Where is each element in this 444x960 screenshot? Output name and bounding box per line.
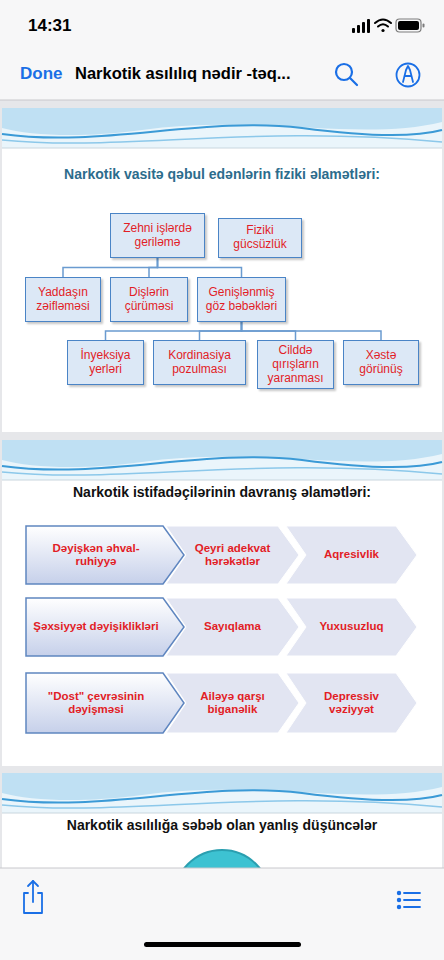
slide-title: Narkotik istifadəçilərinin davranış əlam… <box>10 484 434 501</box>
chevron-box: Sayıqlama <box>165 597 300 657</box>
node-text: Aqresivlik <box>324 548 379 561</box>
chevron-outline <box>166 526 299 584</box>
slide-wave-header <box>2 440 442 480</box>
symptom-box: Dişlərin çürüməsi <box>110 277 188 322</box>
battery-icon <box>396 19 425 32</box>
chevron-outline <box>26 526 184 584</box>
symptom-box: Genişlənmiş göz bəbəkləri <box>197 277 286 322</box>
chevron-outline <box>26 673 184 733</box>
symptom-box: Xəstə görünüş <box>343 340 419 385</box>
signal-icon <box>352 19 370 33</box>
chevron-box: Aqresivlik <box>285 525 418 585</box>
chevron-box: Ailəyə qarşı biganəlik <box>165 672 300 734</box>
node-text: İnyeksiya yerləri <box>72 349 139 377</box>
chevron-outline <box>26 598 184 656</box>
node-text: Dişlərin çürüməsi <box>115 286 183 314</box>
done-button: Done <box>20 64 72 84</box>
tree-connector <box>63 258 158 277</box>
slide-wave-header <box>2 108 442 148</box>
top-bar <box>0 0 444 100</box>
chevron-outline <box>166 598 299 656</box>
symptom-box: Cilddə qırışların yaranması <box>257 340 334 389</box>
share-icon <box>24 881 42 913</box>
list-icon <box>398 892 420 909</box>
slide-panel <box>2 440 442 766</box>
search-icon <box>336 64 357 85</box>
tree-connector <box>149 258 158 277</box>
slide-panel <box>2 108 442 432</box>
node-text: Dəyişkən əhval-ruhiyyə <box>33 542 159 568</box>
chevron-box: Yuxusuzluq <box>285 597 418 657</box>
node-text: Xəstə görünüş <box>348 349 414 377</box>
slide-title: Narkotik asılılığa səbəb olan yanlış düş… <box>10 817 434 834</box>
symptom-box: İnyeksiya yerləri <box>67 340 144 385</box>
tree-connector <box>158 258 242 277</box>
chevron-outline <box>286 526 417 584</box>
node-text: Qeyri adekvat hərəkətlər <box>191 542 274 568</box>
symptom-box: Kordinasiya pozulması <box>153 340 246 385</box>
symptom-box: Zehni işlərdə geriləmə <box>110 213 205 258</box>
node-text: Genişlənmiş göz bəbəkləri <box>202 286 281 314</box>
tree-connector <box>200 322 242 340</box>
bottom-toolbar <box>0 868 444 960</box>
status-time: 14:31 <box>28 16 108 36</box>
node-text: Yaddaşın zəifləməsi <box>30 286 96 314</box>
chevron-outline <box>286 598 417 656</box>
document-title: Narkotik asılılıq nədir -təq... <box>75 64 290 84</box>
symptom-box: Yaddaşın zəifləməsi <box>25 277 101 322</box>
chevron-box: Depressiv vəziyyət <box>285 672 418 734</box>
node-text: "Dost" çevrəsinin dəyişməsi <box>33 690 159 716</box>
node-text: Sayıqlama <box>204 620 261 633</box>
tree-connector <box>242 322 382 340</box>
slide-wave-header <box>2 773 442 813</box>
chevron-outline <box>286 673 417 733</box>
home-indicator <box>144 942 301 947</box>
wifi-icon <box>375 20 391 33</box>
chevron-box: Qeyri adekvat hərəkətlər <box>165 525 300 585</box>
node-text: Şəxsiyyət dəyişiklikləri <box>33 620 158 633</box>
node-text: Zehni işlərdə geriləmə <box>115 222 200 250</box>
chevron-box: "Dost" çevrəsinin dəyişməsi <box>25 672 185 734</box>
symptom-box: Fiziki gücsüzlük <box>218 218 302 258</box>
toolbar-divider <box>0 868 444 869</box>
node-text: Kordinasiya pozulması <box>158 349 241 377</box>
chevron-outline <box>166 673 299 733</box>
node-text: Fiziki gücsüzlük <box>223 224 297 252</box>
chevron-box: Dəyişkən əhval-ruhiyyə <box>25 525 185 585</box>
node-text: Depressiv vəziyyət <box>311 690 392 716</box>
node-text: Cilddə qırışların yaranması <box>262 344 329 385</box>
bar-divider <box>0 100 444 101</box>
chevron-box: Şəxsiyyət dəyişiklikləri <box>25 597 185 657</box>
tree-connector <box>106 322 242 340</box>
node-text: Ailəyə qarşı biganəlik <box>191 690 274 716</box>
slide-title: Narkotik vasitə qəbul edənlərin fiziki ə… <box>10 166 434 183</box>
markup-icon <box>397 64 420 87</box>
node-text: Yuxusuzluq <box>320 620 384 633</box>
